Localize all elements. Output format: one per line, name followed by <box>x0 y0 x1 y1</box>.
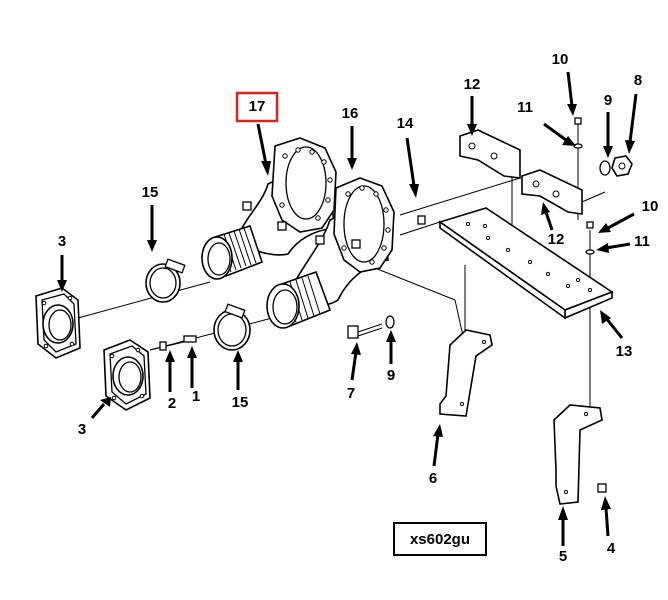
hose-clamp-upper <box>145 258 186 303</box>
callout-9-lower: 9 <box>387 367 395 384</box>
callout-11-upper: 11 <box>517 99 533 116</box>
callout-7: 7 <box>347 385 355 402</box>
callout-9-upper: 9 <box>604 92 612 109</box>
callout-2: 2 <box>168 395 176 412</box>
bolt-7 <box>347 323 383 339</box>
callout-11-lower: 11 <box>634 233 650 250</box>
callout-16: 16 <box>342 105 359 122</box>
callout-1: 1 <box>192 388 200 405</box>
callout-12-upper: 12 <box>464 76 481 93</box>
nut-8 <box>611 155 633 177</box>
screw-10-upper <box>574 117 582 132</box>
mounting-plate <box>438 207 614 320</box>
screw-10-lower <box>586 221 594 229</box>
callout-3-lower: 3 <box>78 421 86 438</box>
washer-9-lower <box>385 315 395 329</box>
exhaust-pipe-upper <box>201 137 337 280</box>
washer-11-lower <box>585 249 595 255</box>
callout-5: 5 <box>559 548 567 565</box>
washer-9-upper <box>599 160 611 176</box>
callout-10-lower: 10 <box>642 198 659 215</box>
callout-13: 13 <box>616 343 633 360</box>
figure-id-label: xs602gu <box>409 530 471 548</box>
callout-12-lower: 12 <box>548 231 565 248</box>
callout-6: 6 <box>429 470 437 487</box>
callout-labels: 17 16 15 15 14 13 12 12 11 11 10 10 9 9 … <box>58 51 659 565</box>
callout-17-highlight-box <box>235 91 279 123</box>
nut-14 <box>417 215 426 225</box>
screw-and-nut <box>149 335 197 351</box>
support-leg-6 <box>439 329 493 417</box>
callout-3-upper: 3 <box>58 233 66 250</box>
support-leg-5 <box>553 404 603 505</box>
callout-8: 8 <box>634 72 642 89</box>
hose-clamp-lower <box>213 303 251 351</box>
callout-4: 4 <box>607 540 616 557</box>
leader-arrows <box>57 71 638 546</box>
washer-11-upper <box>573 143 583 149</box>
gasket-flange-lower <box>103 339 151 411</box>
callout-14: 14 <box>397 115 414 132</box>
figure-id-box: xs602gu <box>393 522 487 556</box>
screw-4 <box>597 483 607 493</box>
bracket-12-lower <box>521 169 583 215</box>
bracket-12-upper <box>459 129 521 179</box>
exhaust-pipe-lower <box>266 177 395 329</box>
callout-17: 17 <box>249 98 266 115</box>
gasket-flange-upper <box>35 287 81 359</box>
callout-10-upper: 10 <box>552 51 569 68</box>
callout-15-lower: 15 <box>232 394 249 411</box>
callout-15-upper: 15 <box>142 184 159 201</box>
